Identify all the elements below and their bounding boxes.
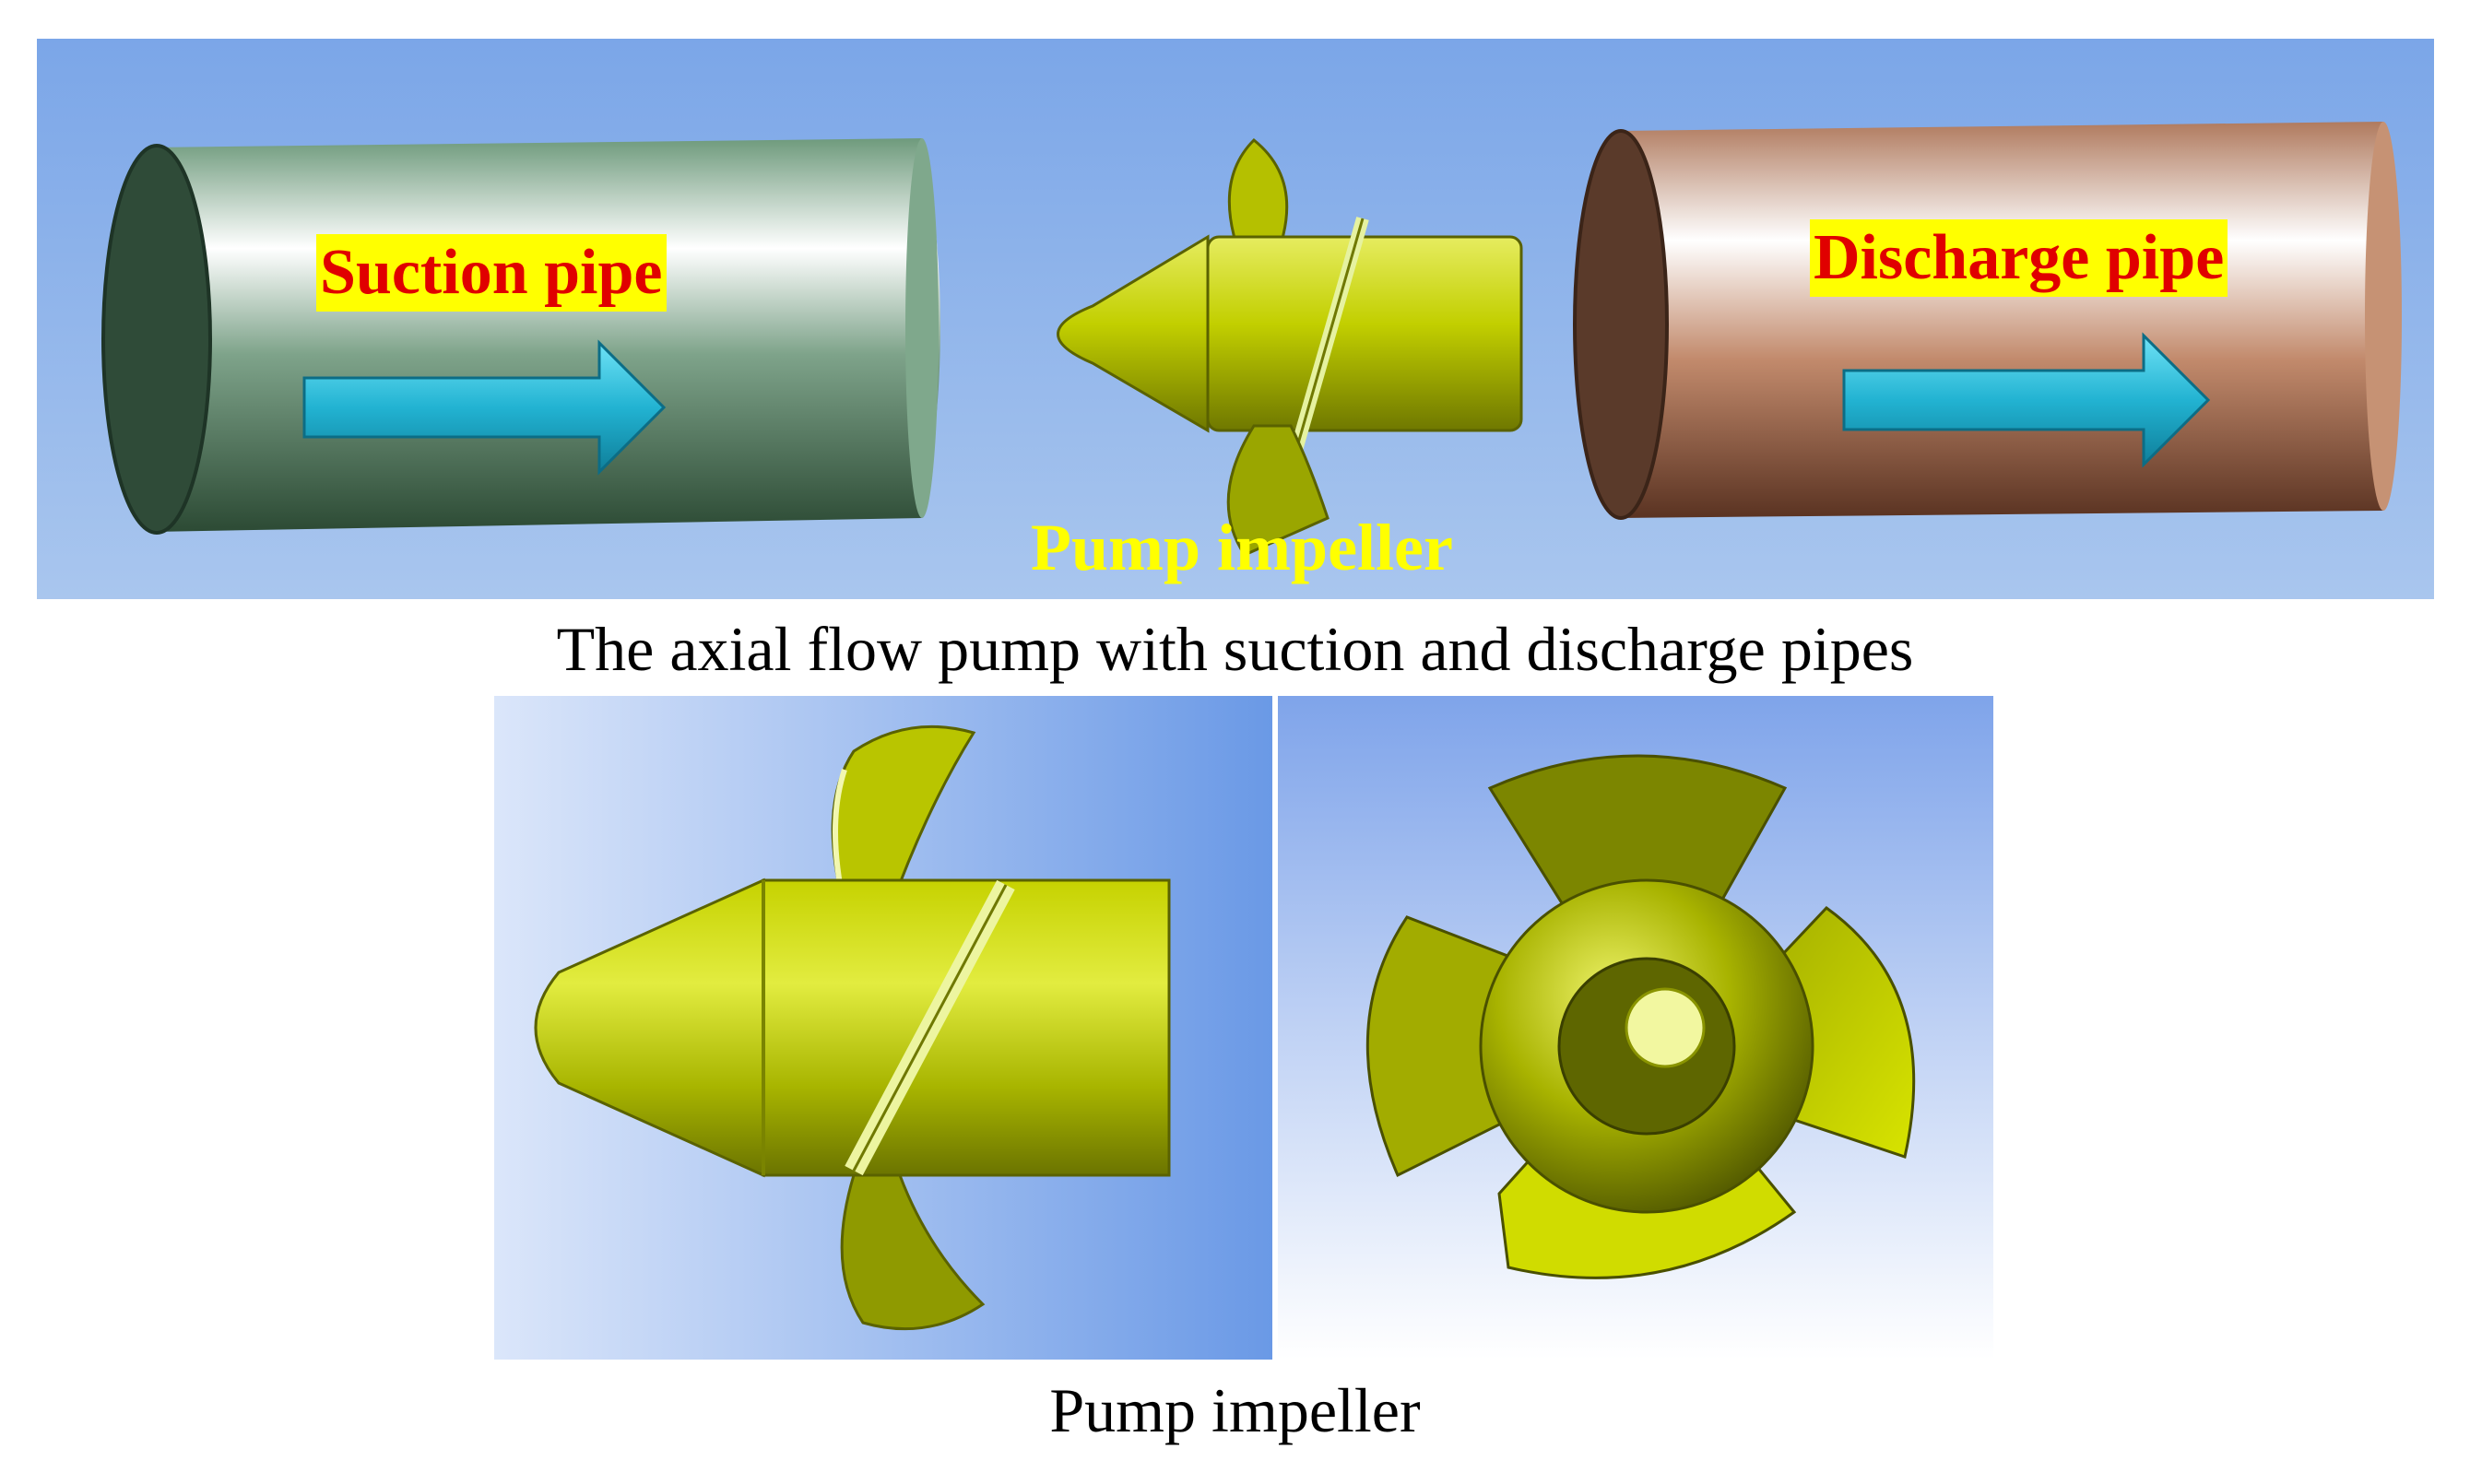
discharge-pipe-label: Discharge pipe <box>1810 219 2228 297</box>
suction-flow-arrow <box>302 339 667 476</box>
blade-left <box>1365 915 1529 1178</box>
impeller-side-view-panel <box>494 696 1272 1360</box>
suction-pipe-label: Suction pipe <box>316 234 667 312</box>
discharge-pipe <box>1573 122 2402 520</box>
discharge-flow-arrow <box>1842 332 2211 468</box>
impeller-side-top <box>1057 137 1523 557</box>
suction-pipe <box>101 138 940 535</box>
blade-top <box>1487 754 1788 937</box>
pump-impeller-label: Pump impeller <box>1031 511 1453 584</box>
impeller-front-view-panel <box>1278 696 1993 1360</box>
top-caption: The axial flow pump with suction and dis… <box>556 614 1914 684</box>
bottom-caption: Pump impeller <box>1049 1375 1421 1445</box>
